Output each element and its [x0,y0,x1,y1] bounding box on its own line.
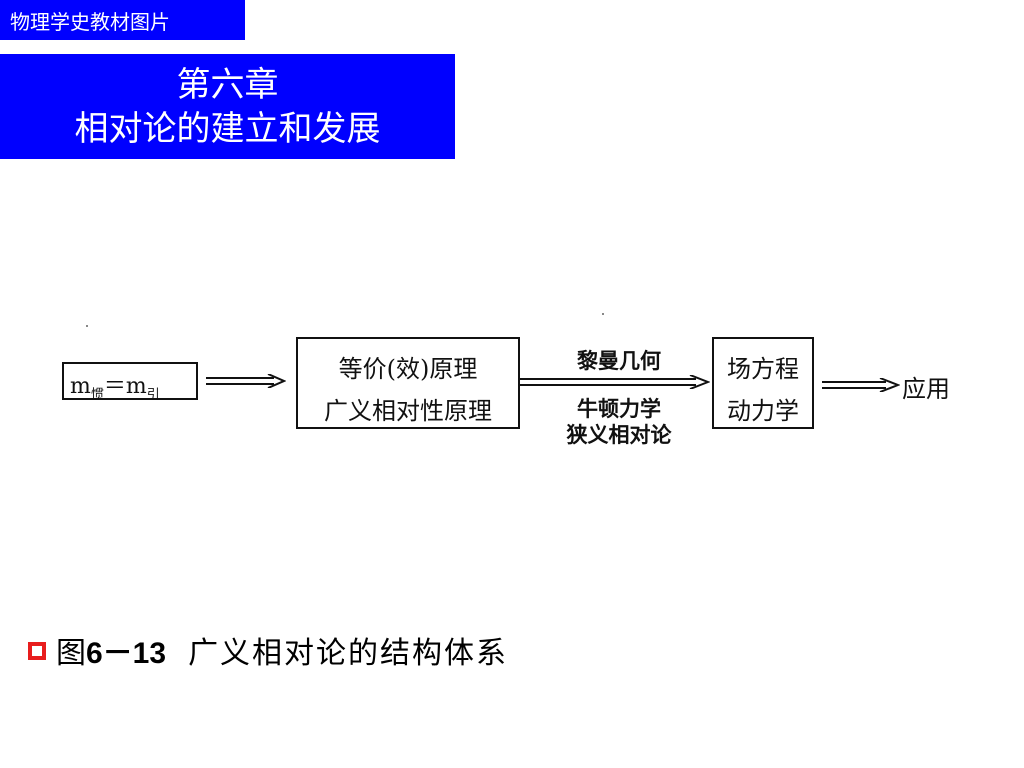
chapter-title-banner: 第六章 相对论的建立和发展 [0,54,455,159]
principles-box: 等价(效)原理 广义相对性原理 [296,337,520,429]
application-label: 应用 [902,375,950,403]
double-arrow-2 [520,375,710,389]
chapter-title: 相对论的建立和发展 [74,108,381,149]
course-tag: 物理学史教材图片 [0,0,245,40]
newtonian-mechanics-label: 牛顿力学 [577,396,661,421]
structure-diagram: m惯＝m引 等价(效)原理 广义相对性原理 黎曼几何 牛顿力学 狭义相对论 场方… [60,313,970,465]
mass-equation: m惯＝m引 [70,374,160,403]
riemann-geometry-label: 黎曼几何 [577,348,661,373]
scan-dot [86,325,88,327]
square-bullet-icon [28,642,46,660]
dynamics-label: 动力学 [727,397,799,425]
caption-prefix: 图 [56,636,86,671]
mass-equivalence-box: m惯＝m引 [62,362,198,403]
figure-caption: 图 6－13 广义相对论的结构体系 [28,628,508,672]
scan-dot [602,313,604,315]
field-equations-box: 场方程 动力学 [712,337,814,429]
double-arrow-3 [822,378,900,392]
double-arrow-1 [206,374,286,388]
caption-number: 6－13 [86,637,167,670]
equivalence-principle: 等价(效)原理 [338,355,478,383]
course-tag-label: 物理学史教材图片 [10,9,170,34]
caption-text: 广义相对论的结构体系 [188,636,509,671]
chapter-number: 第六章 [176,64,279,105]
field-equation-label: 场方程 [727,355,799,383]
special-relativity-label: 狭义相对论 [566,422,672,447]
general-relativity-principle: 广义相对性原理 [324,397,492,425]
